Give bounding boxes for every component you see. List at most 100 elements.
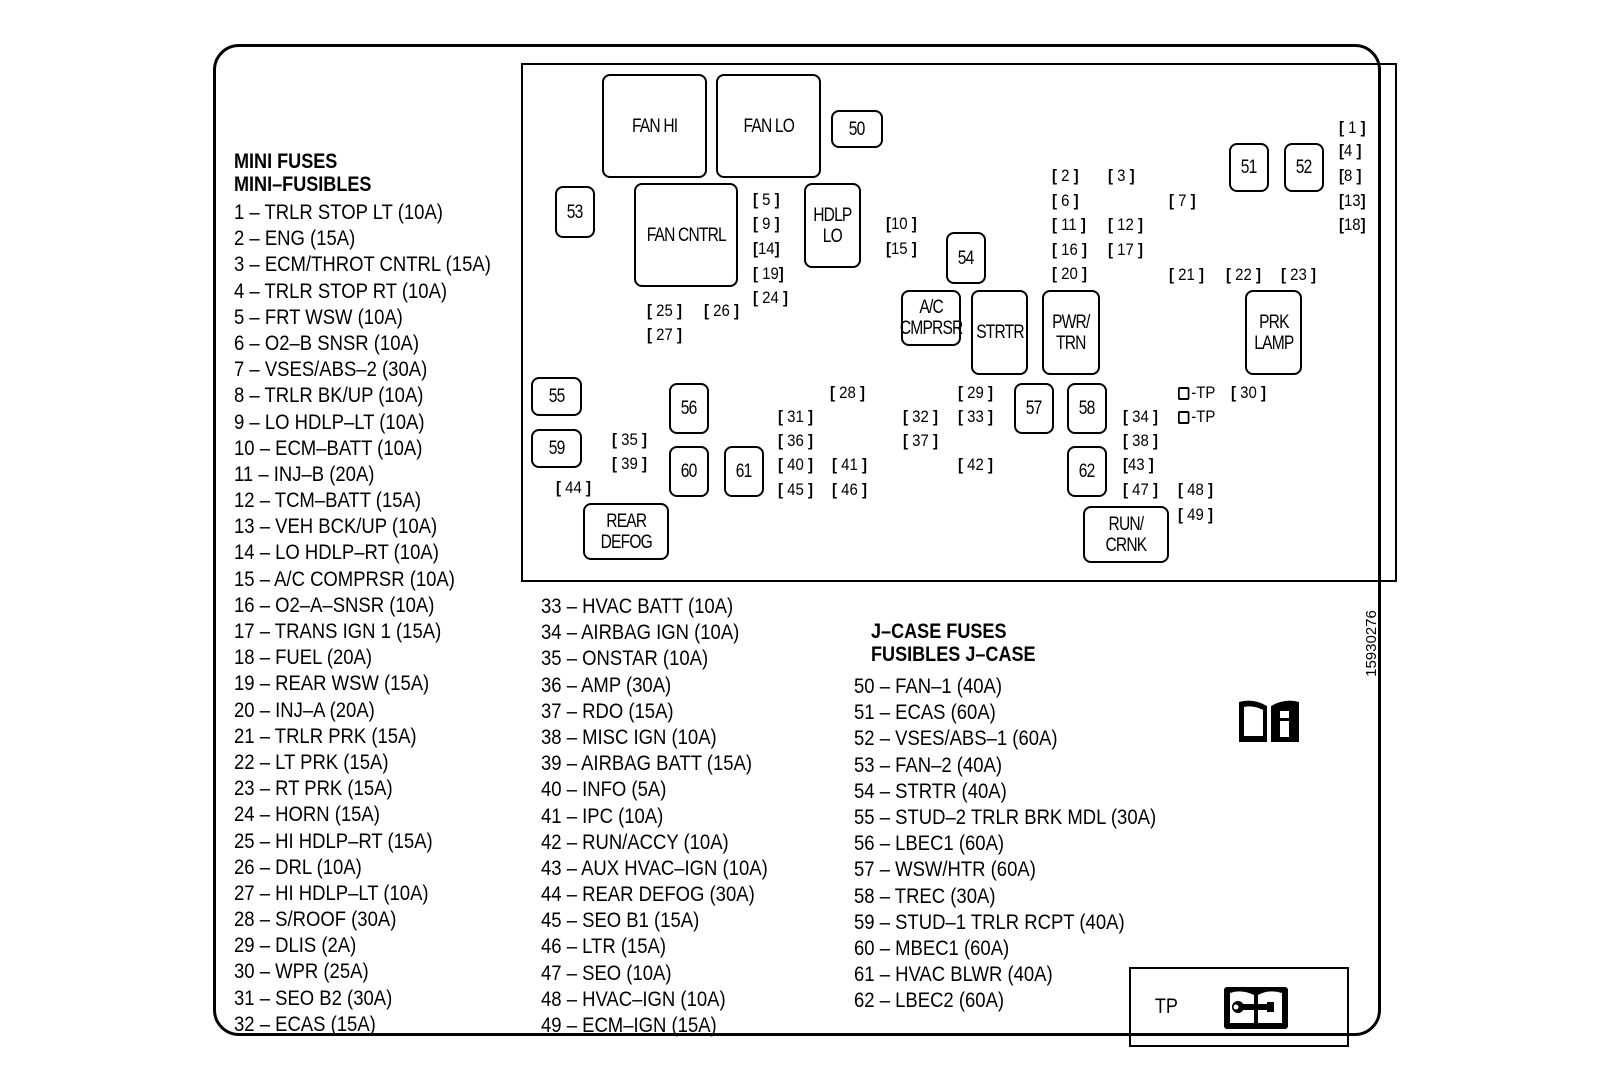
fuse-list-item: 25 – HI HDLP–RT (15A)	[234, 828, 433, 853]
fuse-label-panel	[213, 44, 1381, 1036]
fuse-list-item: 55 – STUD–2 TRLR BRK MDL (30A)	[854, 804, 1157, 829]
mini-fuse-list-col2: 33 – HVAC BATT (10A)34 – AIRBAG IGN (10A…	[541, 593, 805, 1038]
tp-service-box: TP	[1129, 967, 1349, 1047]
test-point-2: -TP	[1178, 407, 1215, 427]
mini-fuse-15: [15 ]	[886, 239, 917, 258]
fuse-list-item: 36 – AMP (30A)	[541, 672, 672, 697]
jcase-fuse-53: 53	[555, 186, 595, 238]
fuse-list-item: 26 – DRL (10A)	[234, 854, 362, 879]
mini-fuse-10: [10 ]	[886, 214, 917, 233]
mini-fuse-11: [ 11 ]	[1052, 215, 1086, 234]
mini-fuse-8: [8 ]	[1339, 166, 1362, 185]
fuse-list-item: 6 – O2–B SNSR (10A)	[234, 330, 419, 355]
fuse-list-item: 34 – AIRBAG IGN (10A)	[541, 620, 740, 645]
mini-fuse-17: [ 17 ]	[1108, 240, 1143, 259]
fuse-list-item: 7 – VSES/ABS–2 (30A)	[234, 357, 428, 382]
jcase-fuse-61: 61	[724, 446, 764, 497]
fuse-list-item: 12 – TCM–BATT (15A)	[234, 488, 422, 513]
fuse-list-item: 10 – ECM–BATT (10A)	[234, 435, 423, 460]
mini-fuse-12: [ 12 ]	[1108, 215, 1143, 234]
fuse-list-item: 35 – ONSTAR (10A)	[541, 646, 709, 671]
relay-strtr: STRTR	[971, 290, 1028, 375]
mini-fuse-34: [ 34 ]	[1123, 407, 1158, 426]
fuse-list-item: 24 – HORN (15A)	[234, 802, 380, 827]
service-manual-wrench-icon	[1224, 987, 1288, 1029]
owner-manual-info-icon	[1239, 700, 1299, 742]
mini-fuse-33: [ 33 ]	[958, 407, 993, 426]
fuse-list-item: 32 – ECAS (15A)	[234, 1011, 376, 1036]
fuse-list-item: 1 – TRLR STOP LT (10A)	[234, 200, 443, 224]
mini-fuse-29: [ 29 ]	[958, 383, 993, 402]
fuse-list-item: 61 – HVAC BLWR (40A)	[854, 962, 1053, 987]
jcase-fuses-heading: J–CASE FUSES FUSIBLES J–CASE	[871, 620, 1036, 666]
fuse-block-diagram	[521, 63, 1397, 582]
test-point-1: -TP	[1178, 383, 1215, 403]
fuse-list-item: 53 – FAN–2 (40A)	[854, 752, 1003, 777]
relay-rear-defog: REAR DEFOG	[583, 503, 669, 560]
mini-fuse-16: [ 16 ]	[1052, 240, 1087, 259]
mini-fuse-24: [ 24 ]	[753, 288, 788, 307]
fuse-list-item: 51 – ECAS (60A)	[854, 700, 996, 725]
mini-fuse-31: [ 31 ]	[778, 407, 813, 426]
mini-fuse-27: [ 27 ]	[647, 325, 682, 344]
mini-fuse-30: [ 30 ]	[1231, 383, 1266, 402]
mini-fuse-9: [ 9 ]	[753, 214, 780, 233]
mini-fuse-35: [ 35 ]	[612, 430, 647, 449]
fuse-list-item: 22 – LT PRK (15A)	[234, 749, 389, 774]
mini-fuse-5: [ 5 ]	[753, 190, 780, 209]
mini-fuse-28: [ 28 ]	[830, 383, 865, 402]
fuse-list-item: 62 – LBEC2 (60A)	[854, 988, 1005, 1013]
jcase-fuse-50: 50	[831, 110, 883, 148]
mini-fuse-26: [ 26 ]	[704, 301, 739, 320]
mini-fuse-list-col1: 1 – TRLR STOP LT (10A)2 – ENG (15A)3 – E…	[234, 199, 533, 1037]
mini-fuse-14: [14]	[753, 239, 780, 258]
relay-fan-cntrl: FAN CNTRL	[634, 183, 738, 287]
mini-fuse-40: [ 40 ]	[778, 455, 813, 474]
fuse-list-item: 28 – S/ROOF (30A)	[234, 907, 397, 932]
fuse-list-item: 9 – LO HDLP–LT (10A)	[234, 409, 425, 434]
relay-run-crnk: RUN/ CRNK	[1083, 506, 1169, 563]
mini-fuse-22: [ 22 ]	[1226, 265, 1261, 284]
fuse-list-item: 16 – O2–A–SNSR (10A)	[234, 592, 435, 617]
fuse-list-item: 59 – STUD–1 TRLR RCPT (40A)	[854, 909, 1125, 934]
jcase-fuse-54: 54	[946, 232, 986, 284]
mini-fuse-45: [ 45 ]	[778, 480, 813, 499]
mini-fuse-6: [ 6 ]	[1052, 191, 1079, 210]
mini-fuse-37: [ 37 ]	[903, 431, 938, 450]
fuse-list-item: 46 – LTR (15A)	[541, 934, 667, 959]
mini-fuse-18: [18]	[1339, 215, 1366, 234]
mini-fuse-7: [ 7 ]	[1169, 191, 1196, 210]
fuse-list-item: 31 – SEO B2 (30A)	[234, 985, 393, 1010]
jcase-fuse-56: 56	[669, 383, 709, 434]
fuse-list-item: 27 – HI HDLP–LT (10A)	[234, 880, 429, 905]
fuse-list-item: 3 – ECM/THROT CNTRL (15A)	[234, 252, 491, 277]
fuse-list-item: 47 – SEO (10A)	[541, 960, 672, 985]
mini-fuse-41: [ 41 ]	[832, 455, 867, 474]
fuse-list-item: 33 – HVAC BATT (10A)	[541, 594, 734, 618]
jcase-fuse-58: 58	[1067, 383, 1107, 434]
fuse-list-item: 58 – TREC (30A)	[854, 883, 996, 908]
mini-fuse-48: [ 48 ]	[1178, 480, 1213, 499]
mini-fuse-20: [ 20 ]	[1052, 264, 1087, 283]
mini-fuse-36: [ 36 ]	[778, 431, 813, 450]
mini-fuse-43: [43 ]	[1123, 455, 1154, 474]
jcase-fuse-52: 52	[1284, 143, 1324, 192]
fuse-list-item: 50 – FAN–1 (40A)	[854, 674, 1003, 698]
mini-fuse-44: [ 44 ]	[556, 478, 591, 497]
jcase-fuse-57: 57	[1014, 383, 1054, 434]
fuse-list-item: 17 – TRANS IGN 1 (15A)	[234, 619, 442, 643]
mini-fuses-heading: MINI FUSES MINI–FUSIBLES	[234, 150, 372, 196]
mini-fuse-25: [ 25 ]	[647, 301, 682, 320]
fuse-list-item: 54 – STRTR (40A)	[854, 778, 1007, 803]
part-number: 15930276	[1362, 610, 1380, 677]
relay-prk-lamp: PRK LAMP	[1245, 290, 1302, 375]
mini-fuse-42: [ 42 ]	[958, 455, 993, 474]
fuse-list-item: 18 – FUEL (20A)	[234, 645, 373, 670]
relay-fan-lo: FAN LO	[716, 74, 821, 178]
mini-fuse-49: [ 49 ]	[1178, 505, 1213, 524]
fuse-list-item: 57 – WSW/HTR (60A)	[854, 857, 1036, 882]
fuse-list-item: 49 – ECM–IGN (15A)	[541, 1013, 717, 1037]
fuse-list-item: 42 – RUN/ACCY (10A)	[541, 829, 729, 854]
fuse-list-item: 60 – MBEC1 (60A)	[854, 935, 1010, 960]
fuse-list-item: 52 – VSES/ABS–1 (60A)	[854, 726, 1058, 751]
